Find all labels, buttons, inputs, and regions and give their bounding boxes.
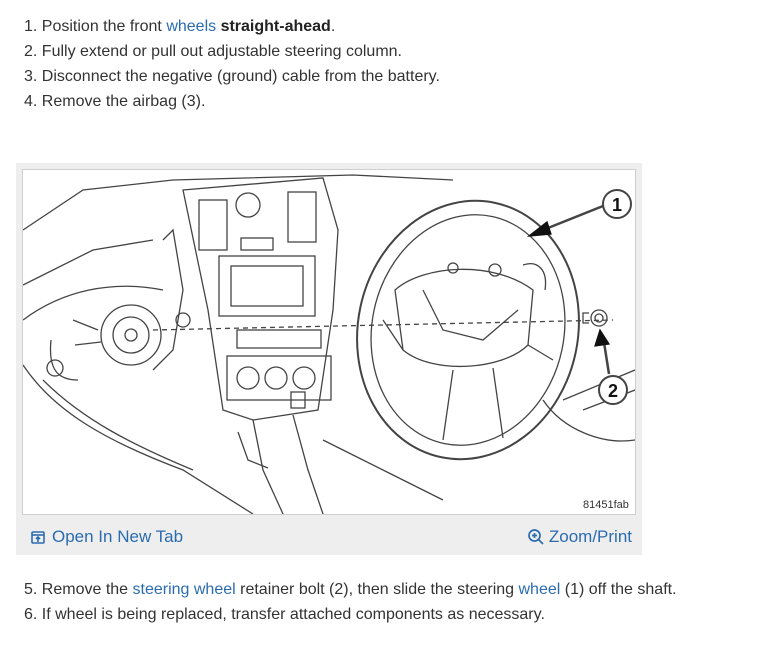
zoom-print-label: Zoom/Print (548, 527, 632, 546)
step-1: 1. Position the front wheels straight-ah… (24, 14, 440, 39)
figure-code: 81451fab (583, 499, 629, 511)
callout-1-label: 1 (612, 195, 622, 215)
step-text: retainer bolt (2), then slide the steeri… (235, 581, 519, 598)
step-text: Disconnect the negative (ground) cable f… (37, 68, 440, 85)
figure-container: 1 2 81451fab Open In New Tab (16, 163, 642, 555)
step-6: 6. If wheel is being replaced, transfer … (24, 602, 677, 627)
zoom-in-icon (528, 529, 544, 545)
step-text: Remove the (37, 581, 133, 598)
zoom-print-button[interactable]: Zoom/Print (527, 526, 632, 548)
figure-image[interactable]: 1 2 81451fab (22, 169, 636, 515)
step-emphasis: straight-ahead (220, 18, 331, 35)
step-number: 1. (24, 18, 38, 35)
step-text: If wheel is being replaced, transfer att… (37, 606, 545, 623)
step-text: Fully extend or pull out adjustable stee… (37, 43, 402, 60)
open-new-tab-icon (31, 531, 45, 544)
open-in-new-tab-label: Open In New Tab (52, 527, 184, 546)
steering-wheel-link[interactable]: steering wheel (132, 581, 236, 598)
steps-list-top: 1. Position the front wheels straight-ah… (24, 14, 440, 114)
steps-list-bottom: 5. Remove the steering wheel retainer bo… (24, 577, 677, 627)
wheels-link[interactable]: wheels (166, 18, 217, 35)
step-number: 6. (24, 606, 38, 623)
step-number: 3. (24, 68, 38, 85)
wheel-link[interactable]: wheel (518, 581, 561, 598)
callout-2-label: 2 (608, 381, 618, 401)
step-number: 5. (24, 581, 38, 598)
step-4: 4. Remove the airbag (3). (24, 89, 440, 114)
step-text: Remove the airbag (3). (37, 93, 206, 110)
figure-toolbar: Open In New Tab Zoom/Print (16, 519, 642, 555)
step-text: Position the front (37, 18, 167, 35)
steering-wheel-diagram: 1 2 81451fab (23, 174, 635, 514)
step-3: 3. Disconnect the negative (ground) cabl… (24, 64, 440, 89)
open-in-new-tab-button[interactable]: Open In New Tab (30, 526, 183, 548)
step-number: 2. (24, 43, 38, 60)
step-text: . (330, 18, 336, 35)
step-2: 2. Fully extend or pull out adjustable s… (24, 39, 440, 64)
step-5: 5. Remove the steering wheel retainer bo… (24, 577, 677, 602)
step-number: 4. (24, 93, 38, 110)
step-text: (1) off the shaft. (560, 581, 677, 598)
